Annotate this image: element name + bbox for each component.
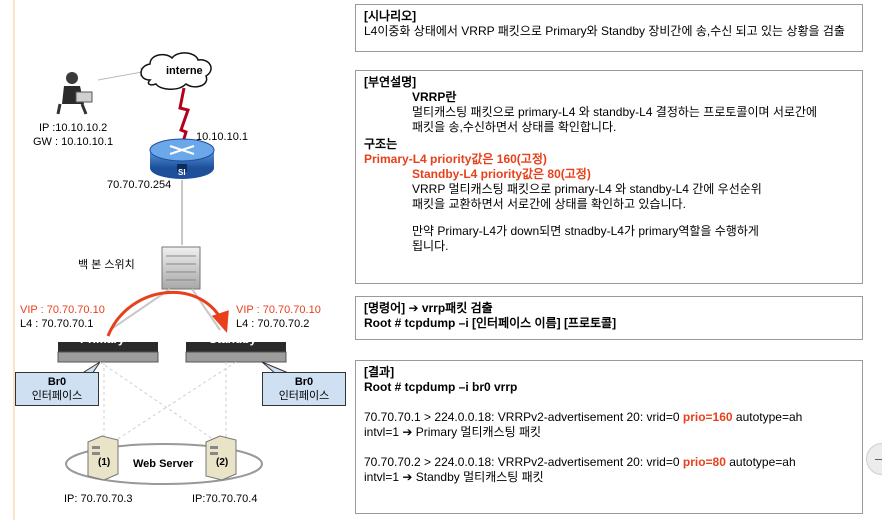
client-ip-label: IP :10.10.10.2 <box>39 122 108 134</box>
server-1-icon <box>87 435 119 481</box>
diagram-canvas <box>13 0 288 520</box>
description-title: [부연설명] <box>364 75 417 89</box>
primary-l4-device <box>57 342 159 363</box>
standby-priority-line: Standby-L4 priority값은 80(고정) <box>412 167 591 181</box>
result-line-2-b: autotype=ah <box>725 455 796 469</box>
result-line-2-prio: prio=80 <box>682 455 726 469</box>
server-2-ip: IP:70.70.70.4 <box>192 493 258 505</box>
result-line-2: 70.70.70.2 > 224.0.0.18: VRRPv2-advertis… <box>364 455 854 470</box>
internet-label: interne <box>166 65 203 77</box>
result-line-2-c: intvl=1 ➔ Standby 멀티캐스팅 패킷 <box>364 470 544 484</box>
vrrp-arrow-primary-to-standby <box>106 291 229 337</box>
failover-text-2: 됩니다. <box>412 239 449 253</box>
primary-l4-ip-label: L4 : 70.70.70.1 <box>20 318 94 330</box>
result-line-1-prio: prio=160 <box>682 410 733 424</box>
result-line-1: 70.70.70.1 > 224.0.0.18: VRRPv2-advertis… <box>364 410 854 425</box>
standby-device-label: Standby <box>209 332 257 346</box>
result-box: [결과] Root # tcpdump –i br0 vrrp 70.70.70… <box>355 360 863 514</box>
result-line-1-b: autotype=ah <box>732 410 803 424</box>
iface-left-desc: 인터페이스 <box>31 390 83 402</box>
router-lan-ip: 70.70.70.254 <box>107 179 172 191</box>
iface-left-callout: Br0 인터페이스 <box>15 372 99 406</box>
internet-cloud <box>140 52 212 90</box>
backbone-switch-label: 백 본 스위치 <box>78 259 135 271</box>
structure-title: 구조는 <box>364 137 398 151</box>
router-badge: SI <box>178 168 186 177</box>
iface-right-name: Br0 <box>294 376 314 388</box>
server-1-label: (1) <box>98 457 111 468</box>
primary-priority-line: Primary-L4 priority값은 160(고정) <box>364 152 547 166</box>
result-line-1-c: intvl=1 ➔ Primary 멀티캐스팅 패킷 <box>364 425 542 439</box>
iface-left-name: Br0 <box>47 376 67 388</box>
wan-link <box>178 87 190 143</box>
standby-server1-link <box>109 361 237 445</box>
scenario-text: L4이중화 상태에서 VRRP 패킷으로 Primary와 Standby 장비… <box>364 24 845 38</box>
structure-text-2: 패킷을 교환하면서 서로간에 상태를 확인하고 있습니다. <box>412 197 686 211</box>
vrrp-title: VRRP란 <box>412 90 457 104</box>
result-title: [결과] <box>364 365 395 379</box>
primary-vip-label: VIP : 70.70.70.10 <box>20 304 105 316</box>
server-1-ip: IP: 70.70.70.3 <box>64 493 133 505</box>
command-line: Root # tcpdump –i [인터페이스 이름] [프로토콜] <box>364 316 617 330</box>
failover-text-1: 만약 Primary-L4가 down되면 stnadby-L4가 primar… <box>412 224 759 238</box>
primary-server2-link <box>99 361 221 445</box>
scenario-title: [시나리오] <box>364 9 417 23</box>
switch-primary-link <box>109 288 171 331</box>
standby-vip-label: VIP : 70.70.70.10 <box>236 304 321 316</box>
result-line-2-a: 70.70.70.2 > 224.0.0.18: VRRPv2-advertis… <box>364 455 683 469</box>
structure-text-1: VRRP 멀티캐스팅 패킷으로 primary-L4 와 standby-L4 … <box>412 182 762 196</box>
vrrp-text-1: 멀티캐스팅 패킷으로 primary-L4 와 standby-L4 결정하는 … <box>412 105 818 119</box>
router-icon <box>149 138 215 179</box>
router-wan-ip: 10.10.10.1 <box>196 131 248 143</box>
standby-l4-ip-label: L4 : 70.70.70.2 <box>236 318 310 330</box>
client-gw-label: GW : 10.10.10.1 <box>33 136 114 148</box>
server-2-label: (2) <box>216 457 229 468</box>
dash-icon: – <box>875 450 882 466</box>
result-command: Root # tcpdump –i br0 vrrp <box>364 380 518 394</box>
description-box: [부연설명] VRRP란 멀티캐스팅 패킷으로 primary-L4 와 sta… <box>355 70 863 284</box>
server-2-icon <box>205 435 237 481</box>
result-line-1-a: 70.70.70.1 > 224.0.0.18: VRRPv2-advertis… <box>364 410 683 424</box>
client-link <box>97 71 143 81</box>
scenario-box: [시나리오] L4이중화 상태에서 VRRP 패킷으로 Primary와 Sta… <box>355 4 863 52</box>
command-box: [명령어] ➔ vrrp패킷 검출 Root # tcpdump –i [인터페… <box>355 296 863 340</box>
web-server-label: Web Server <box>133 458 194 470</box>
vrrp-text-2: 패킷을 송,수신하면서 상태를 확인합니다. <box>412 120 617 134</box>
backbone-switch-icon <box>161 246 201 290</box>
command-title: [명령어] ➔ vrrp패킷 검출 <box>364 301 493 315</box>
iface-right-desc: 인터페이스 <box>278 390 330 402</box>
primary-device-label: Primary <box>80 332 125 346</box>
client-person-icon <box>56 72 93 115</box>
network-diagram: interne IP :10.10.10.2 GW : 10.10.10.1 1… <box>0 0 346 520</box>
iface-right-callout: Br0 인터페이스 <box>262 372 346 406</box>
side-scroll-button[interactable]: – <box>866 443 882 475</box>
